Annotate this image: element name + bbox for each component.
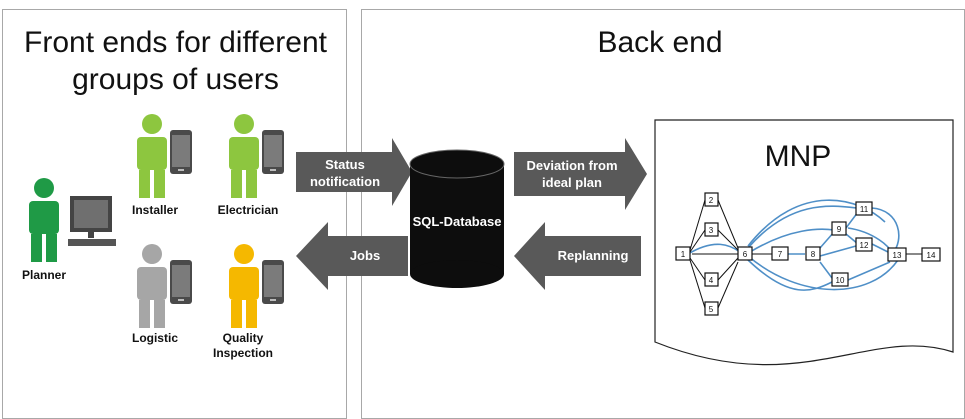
mnp-document <box>654 119 954 366</box>
planner-label: Planner <box>21 268 66 282</box>
replanning-arrow <box>514 222 641 290</box>
electrician-icon <box>229 114 284 198</box>
quality-inspection-label: Quality Inspection <box>212 331 273 360</box>
status-notification-arrow <box>296 138 412 206</box>
jobs-arrow <box>296 222 408 290</box>
mnp-node-13: 13 <box>893 251 902 260</box>
mnp-node-1: 1 <box>681 250 686 259</box>
replanning-label: Replanning <box>557 248 629 263</box>
logistic-label: Logistic <box>131 331 178 345</box>
deviation-label: Deviation from ideal plan <box>526 158 618 190</box>
back-end-title: Back end <box>597 26 723 59</box>
jobs-label: Jobs <box>349 248 381 263</box>
electrician-label: Electrician <box>217 203 279 217</box>
mnp-node-4: 4 <box>709 276 714 285</box>
mnp-node-5: 5 <box>709 305 714 314</box>
planner-icon <box>29 178 116 262</box>
mnp-node-8: 8 <box>811 250 816 259</box>
sql-database-label: SQL-Database <box>412 214 502 229</box>
front-end-panel <box>2 9 347 419</box>
sql-database-icon <box>409 149 505 288</box>
installer-icon <box>137 114 192 198</box>
mnp-node-14: 14 <box>927 251 936 260</box>
status-notification-label: Status notification <box>309 157 381 189</box>
front-end-title: Front ends for different groups of users <box>24 26 327 96</box>
mnp-node-9: 9 <box>837 225 842 234</box>
installer-label: Installer <box>131 203 179 217</box>
mnp-node-10: 10 <box>836 276 845 285</box>
mnp-node-12: 12 <box>860 241 869 250</box>
mnp-node-2: 2 <box>709 196 714 205</box>
mnp-node-3: 3 <box>709 226 714 235</box>
mnp-node-6: 6 <box>743 250 748 259</box>
logistic-icon <box>137 244 192 328</box>
mnp-node-11: 11 <box>860 205 869 214</box>
mnp-title: MNP <box>764 140 832 173</box>
deviation-arrow <box>514 138 647 210</box>
mnp-node-7: 7 <box>778 250 783 259</box>
quality-inspection-icon <box>229 244 284 328</box>
